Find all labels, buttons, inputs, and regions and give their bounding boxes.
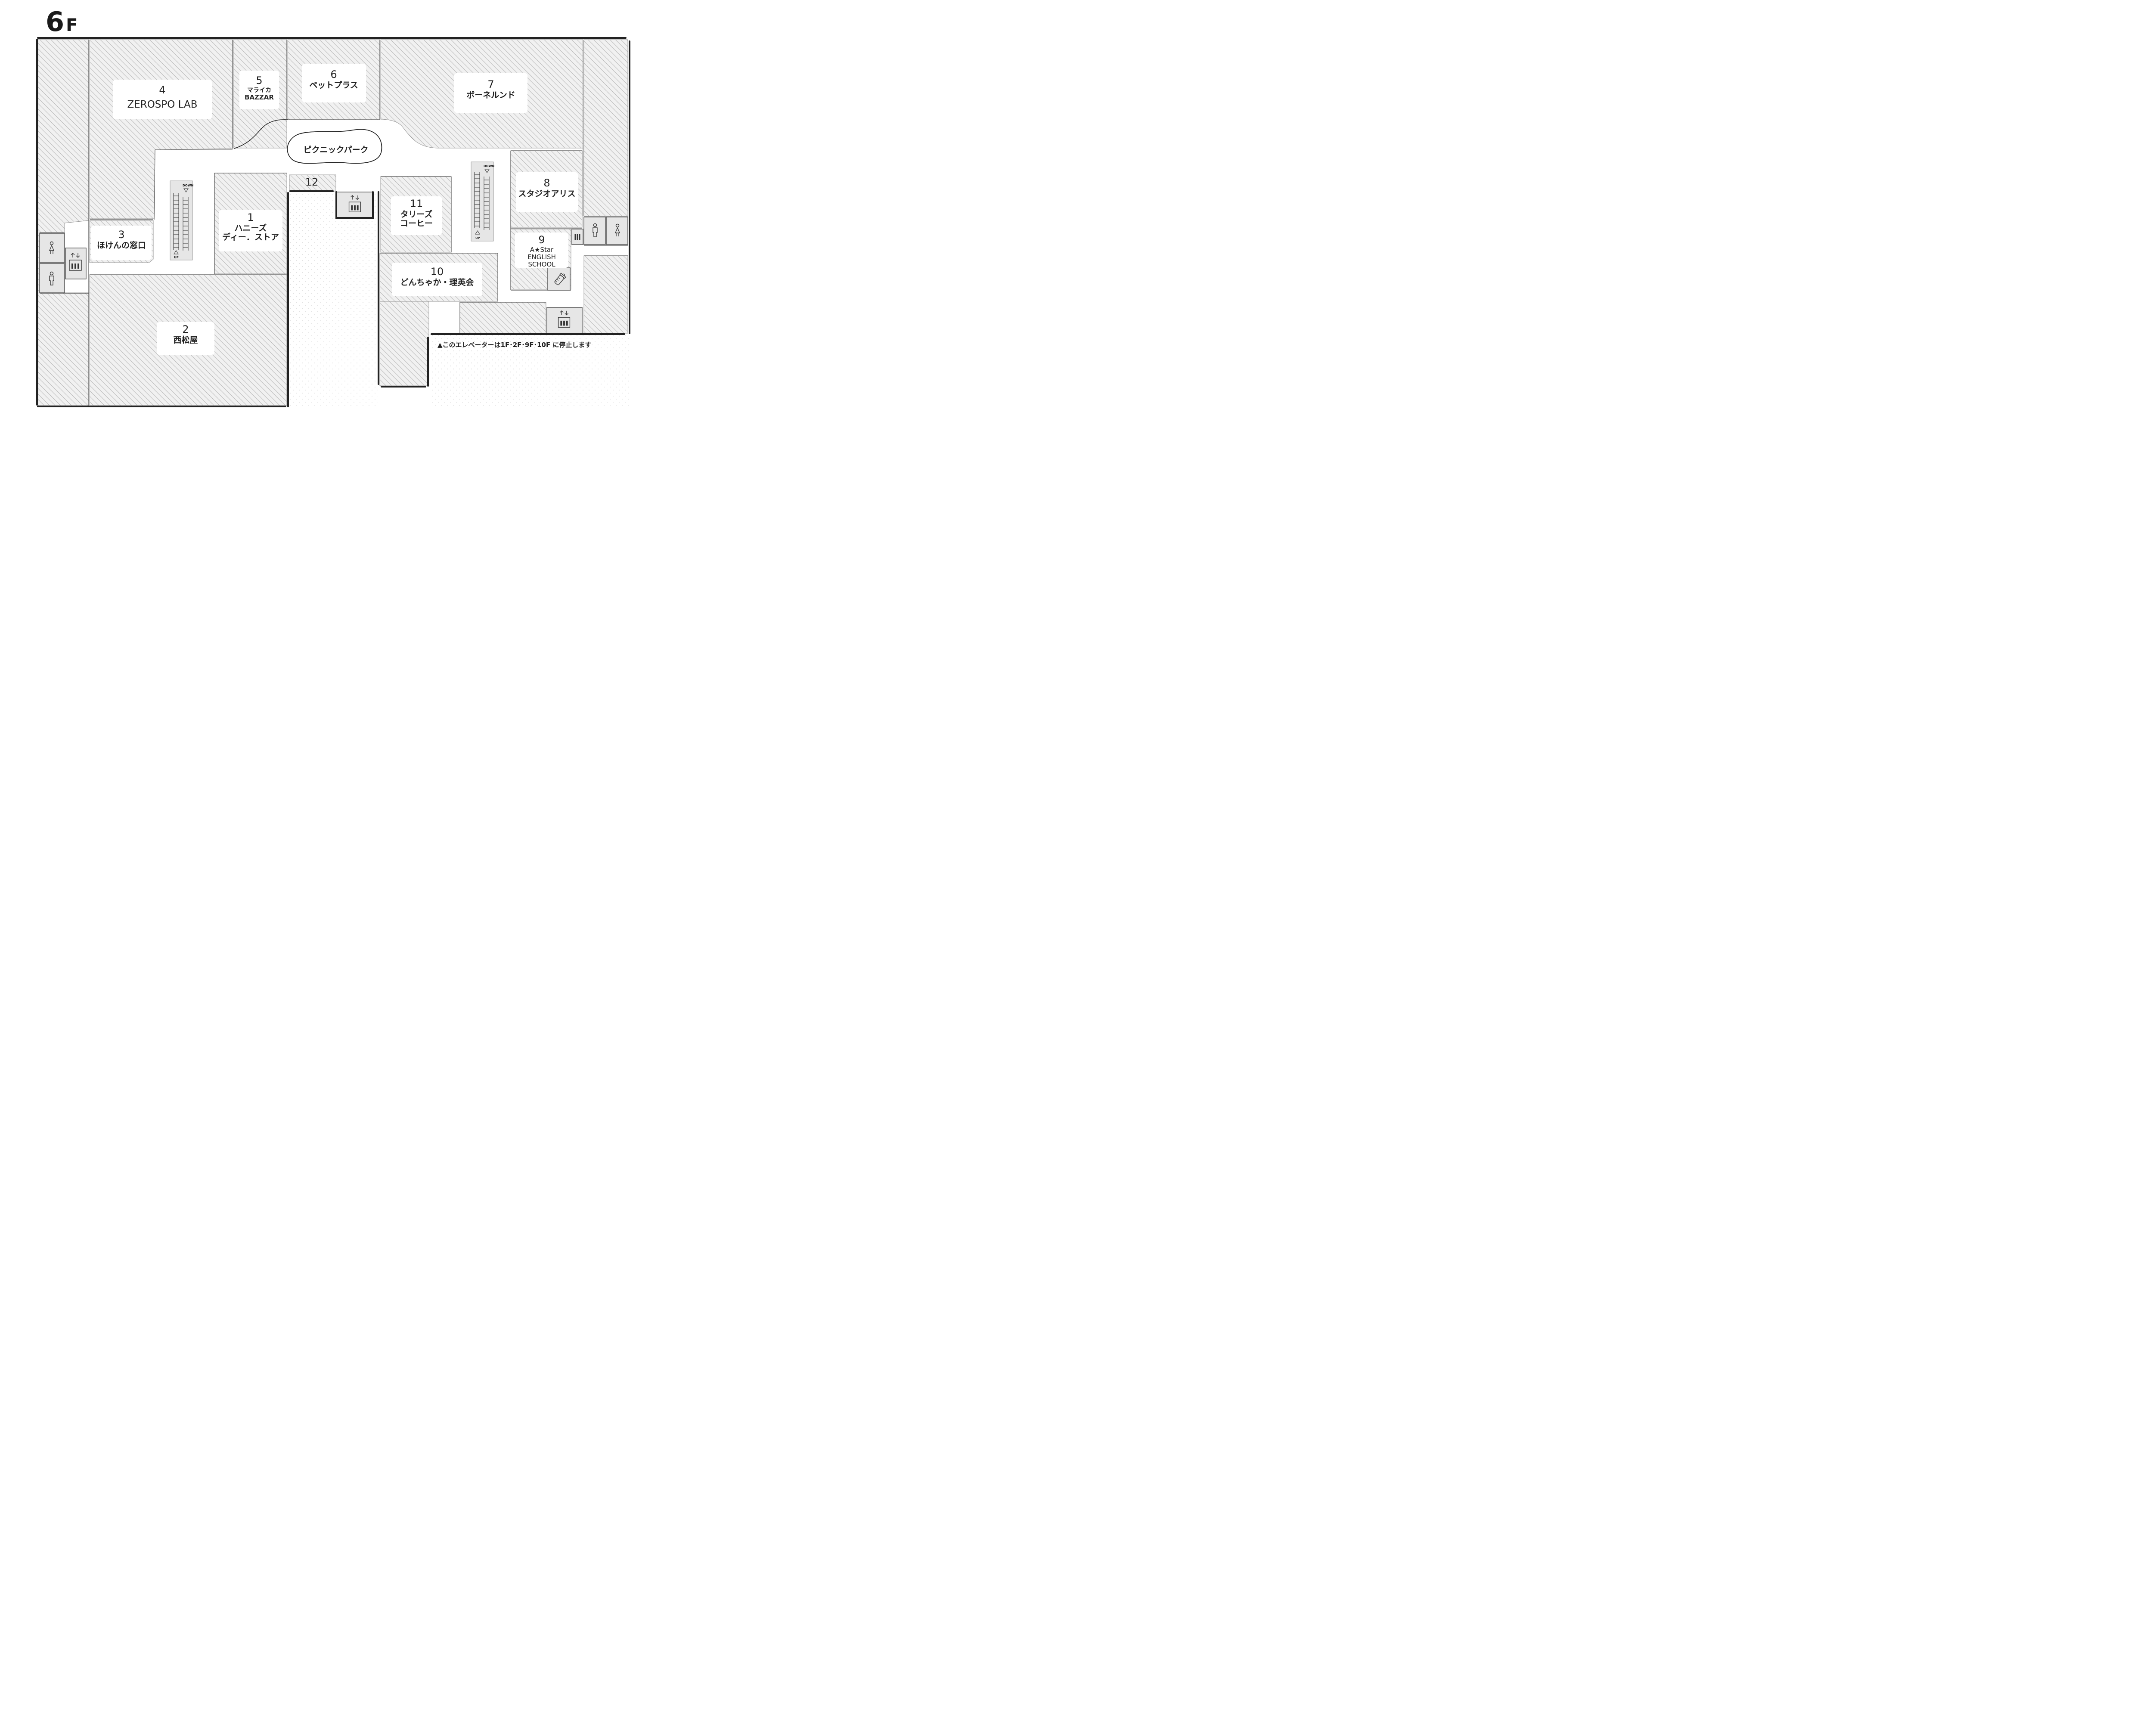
shop-5-label[interactable]: 5 マライカ BAZZAR — [239, 74, 279, 101]
shop-number: 2 — [182, 323, 189, 335]
womens-restroom-icon[interactable] — [47, 241, 56, 255]
shop-name-line-2: ディー．ストア — [222, 232, 279, 242]
shop-6-label[interactable]: 6 ペットプラス — [301, 68, 366, 90]
shop-2-label[interactable]: 2 西松屋 — [157, 323, 214, 345]
escalator-east: DOWN UP — [471, 161, 494, 242]
plaza-name: ピクニックパーク — [303, 145, 369, 155]
shop-8-label[interactable]: 8 スタジオアリス — [515, 177, 579, 198]
backyard-east — [583, 39, 628, 217]
shop-name-line-2: コーヒー — [400, 219, 433, 229]
shop-7-label[interactable]: 7 ボーネルンド — [454, 78, 527, 100]
shop-10-label[interactable]: 10 どんちゃか・理英会 — [392, 266, 482, 287]
shop-name: タリーズ — [400, 209, 433, 219]
corridor-curve-north — [234, 119, 288, 149]
elevator-icon-center[interactable] — [347, 194, 363, 214]
label-backgrounds — [91, 64, 578, 355]
shop-number: 7 — [487, 78, 494, 90]
elevator-note: ▲このエレベーターは1F･2F･9F･10F に停止します — [437, 341, 592, 349]
womens-restroom-icon-east[interactable] — [613, 223, 622, 238]
shop-4-label[interactable]: 4 ZEROSPO LAB — [113, 84, 212, 110]
shop-name-line-2: BAZZAR — [245, 93, 274, 101]
shop-name: 西松屋 — [173, 335, 198, 345]
shop-10-lower-area — [379, 301, 429, 386]
shop-name: マライカ — [247, 87, 271, 94]
mens-restroom-icon-east[interactable] — [591, 223, 599, 238]
elevator-hall-east — [546, 307, 583, 334]
svg-text:DOWN: DOWN — [183, 184, 193, 187]
shop-number: 11 — [410, 198, 423, 210]
multipurpose-restroom-icon[interactable] — [573, 232, 582, 242]
void-area-southeast — [431, 335, 629, 407]
floor-unit: F — [66, 16, 78, 35]
shop-number: 1 — [247, 211, 254, 223]
shop-4-area — [89, 39, 233, 219]
shop-number: 4 — [159, 84, 166, 96]
floor-map: DOWN UP DOWN UP — [36, 37, 630, 407]
backyard-west — [37, 39, 89, 406]
svg-text:UP: UP — [475, 236, 480, 240]
mens-restroom-icon[interactable] — [47, 271, 56, 286]
void-area-center — [289, 192, 378, 407]
plaza-label[interactable]: ピクニックパーク — [293, 145, 379, 155]
svg-text:DOWN: DOWN — [484, 164, 494, 168]
shop-name: ほけんの窓口 — [96, 240, 146, 250]
shop-12-area — [289, 174, 336, 192]
baby-bottle-icon[interactable] — [551, 271, 568, 288]
shop-name: スタジオアリス — [518, 189, 576, 198]
restroom-block-east — [547, 217, 628, 291]
svg-text:UP: UP — [174, 256, 179, 259]
shop-name: ペットプラス — [309, 80, 358, 90]
shop-number: 10 — [430, 266, 444, 278]
shop-1-label[interactable]: 1 ハニーズ ディー．ストア — [217, 211, 284, 242]
shop-12-label[interactable]: 12 — [300, 176, 324, 189]
shop-11-label[interactable]: 11 タリーズ コーヒー — [390, 198, 443, 229]
backyard-southeast — [459, 302, 546, 334]
partition-lines — [40, 40, 628, 406]
shop-number: 12 — [305, 176, 319, 188]
shop-name: ハニーズ — [234, 223, 267, 233]
floor-number: 6 — [46, 6, 65, 37]
shop-number: 5 — [256, 74, 263, 87]
shop-name: A★Star — [530, 245, 554, 254]
escalator-west: DOWN UP — [170, 180, 193, 260]
plaza-outline — [287, 129, 382, 164]
shop-number: 9 — [538, 234, 545, 246]
elevator-icon[interactable] — [68, 251, 83, 273]
elevator-icon-east[interactable] — [556, 309, 572, 330]
shop-name: どんちゃか・理英会 — [400, 277, 474, 287]
elevator-hall-center — [336, 192, 373, 218]
shop-3-label[interactable]: 3 ほけんの窓口 — [90, 229, 152, 250]
shop-name: ボーネルンド — [466, 90, 515, 100]
shop-number: 6 — [330, 68, 337, 81]
shop-9-label[interactable]: 9 A★Star ENGLISH SCHOOL — [514, 234, 569, 268]
shop-number: 8 — [543, 177, 550, 189]
shop-number: 3 — [118, 229, 125, 241]
building-walls — [36, 37, 630, 407]
backyard-east-lower — [583, 255, 628, 334]
shop-name-line-2: ENGLISH SCHOOL — [527, 253, 556, 269]
shop-name: ZEROSPO LAB — [127, 99, 198, 110]
